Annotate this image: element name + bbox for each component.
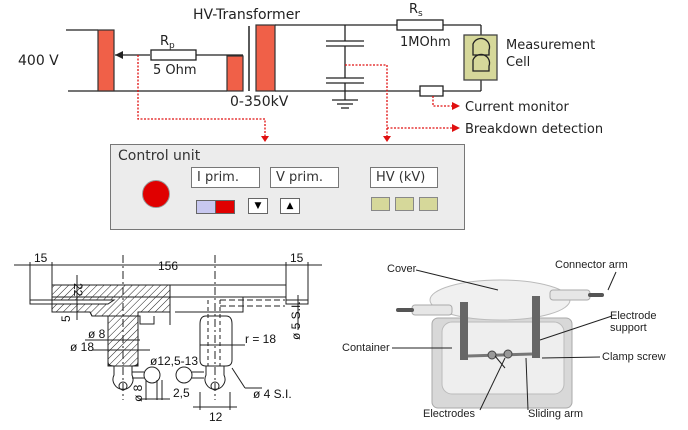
cell-photo: [392, 269, 617, 411]
i-prim-bar-on: [215, 200, 235, 214]
transformer-range: 0-350kV: [230, 94, 289, 110]
measurement-cell: [463, 34, 498, 81]
callout-clamp-screw: Clamp screw: [602, 351, 666, 363]
resistor-rs: [396, 19, 444, 31]
cell-label-2: Cell: [506, 55, 530, 70]
hv-kv-display: HV (kV): [370, 167, 438, 188]
callout-container: Container: [342, 342, 390, 354]
power-indicator-lamp[interactable]: [142, 180, 170, 208]
dim-5: 5: [59, 315, 73, 322]
dim-dia-12-5: ø12,5-13: [150, 354, 198, 368]
transformer-label: HV-Transformer: [193, 7, 300, 23]
transformer-primary-coil: [226, 55, 244, 92]
current-shunt: [419, 85, 444, 97]
dim-dia-18: ø 18: [70, 340, 94, 354]
callout-sliding-arm: Sliding arm: [528, 408, 584, 420]
dim-22: 22: [71, 283, 85, 297]
arrow-to-control-2-icon: [383, 136, 391, 142]
cell-electrode-top: [472, 37, 491, 56]
dim-right-15: 15: [290, 251, 304, 265]
hv-digit-2: [395, 197, 414, 211]
voltage-up-button[interactable]: ▲: [280, 198, 300, 214]
dim-dia-8-low: ø 8: [131, 384, 145, 402]
cell-electrode-bottom: [472, 53, 491, 72]
rp-label: Rp: [160, 34, 175, 51]
callout-electrodes: Electrodes: [423, 408, 475, 420]
arrow-breakdown-icon: [452, 124, 460, 132]
resistor-rp: [150, 49, 197, 61]
control-unit-panel: Control unit I prim. V prim. HV (kV) ▼ ▲: [110, 144, 465, 230]
dim-r-18: r = 18: [245, 332, 276, 346]
hv-digit-3: [419, 197, 438, 211]
signal-lines: [137, 55, 452, 138]
i-prim-display: I prim.: [191, 167, 260, 188]
rs-label: Rs: [409, 2, 423, 19]
dim-dia-5: ø 5 S.I.: [289, 301, 303, 340]
variac-coil: [97, 29, 115, 92]
callout-electrode-support-1: Electrode: [610, 310, 657, 322]
wiper-arrow-icon: [115, 51, 123, 59]
breakdown-detection-label: Breakdown detection: [465, 122, 603, 137]
voltage-down-button[interactable]: ▼: [248, 198, 268, 214]
technical-drawing: 15 156 15 22 5 ø 8 ø 18 ø12,5-13 r = 18 …: [14, 251, 322, 424]
v-prim-display: V prim.: [270, 167, 339, 188]
secondary-circuit: [275, 24, 482, 109]
i-prim-bar-off: [196, 200, 216, 214]
cell-label-1: Measurement: [506, 38, 595, 53]
arrow-current-monitor-icon: [452, 102, 460, 110]
dim-12: 12: [209, 410, 223, 424]
transformer-secondary-coil: [255, 24, 276, 92]
dim-dia-8: ø 8: [88, 327, 106, 341]
arrow-to-control-1-icon: [261, 136, 269, 142]
dim-dia-4: ø 4 S.I.: [253, 387, 292, 401]
hv-digit-1: [371, 197, 390, 211]
callout-cover: Cover: [387, 263, 417, 275]
callout-connector-arm: Connector arm: [555, 259, 628, 271]
control-unit-title: Control unit: [118, 148, 201, 164]
dim-left-15: 15: [34, 251, 48, 265]
dim-gap-2-5: 2,5: [173, 386, 190, 400]
source-voltage-label: 400 V: [18, 53, 59, 69]
rp-value: 5 Ohm: [153, 63, 197, 78]
callout-electrode-support-2: support: [610, 322, 647, 334]
rs-value: 1MOhm: [400, 35, 451, 50]
current-monitor-label: Current monitor: [465, 100, 569, 115]
dim-156: 156: [158, 259, 178, 273]
